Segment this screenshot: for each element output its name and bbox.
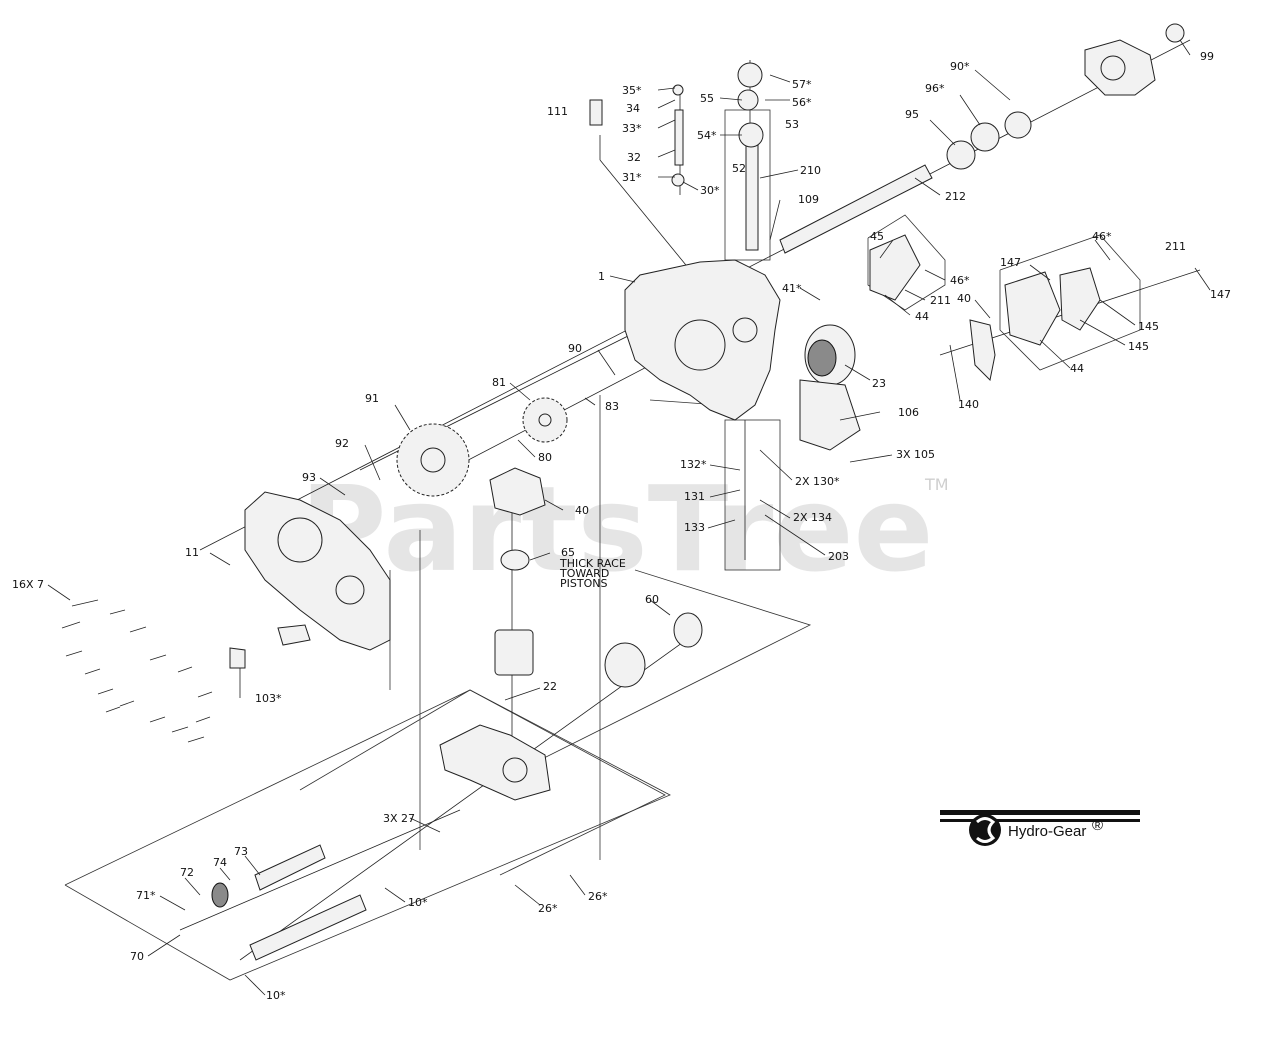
label-73: 73	[234, 845, 248, 858]
label-65: 65	[561, 546, 575, 559]
label-40a: 40	[575, 504, 589, 517]
label-34: 34	[626, 102, 640, 115]
label-3x27: 3X 27	[383, 812, 415, 825]
label-10b: 10*	[266, 989, 286, 1002]
label-80: 80	[538, 451, 552, 464]
label-35s: 35*	[622, 84, 642, 97]
label-212: 212	[945, 190, 966, 203]
label-145b: 145	[1128, 340, 1149, 353]
label-74: 74	[213, 856, 227, 869]
label-91: 91	[365, 392, 379, 405]
label-26a: 26*	[538, 902, 558, 915]
label-90s: 90*	[950, 60, 970, 73]
label-140: 140	[958, 398, 979, 411]
label-16x7: 16X 7	[12, 578, 44, 591]
label-46a: 46*	[950, 274, 970, 287]
label-44b: 44	[1070, 362, 1084, 375]
label-109: 109	[798, 193, 819, 206]
cylinder-block	[494, 629, 534, 676]
parts	[61, 23, 1185, 961]
label-23: 23	[872, 377, 886, 390]
brand-name: Hydro-Gear	[1008, 823, 1086, 840]
label-145a: 145	[1138, 320, 1159, 333]
label-103: 103*	[255, 692, 282, 705]
label-2x134: 2X 134	[793, 511, 832, 524]
label-44a: 44	[915, 310, 929, 323]
label-30s: 30*	[700, 184, 720, 197]
label-203: 203	[828, 550, 849, 563]
note-line1: THICK RACE	[559, 557, 626, 570]
label-33s: 33*	[622, 122, 642, 135]
label-72: 72	[180, 866, 194, 879]
label-45: 45	[870, 230, 884, 243]
label-26b: 26*	[588, 890, 608, 903]
label-22: 22	[543, 680, 557, 693]
label-210: 210	[800, 164, 821, 177]
label-70: 70	[130, 950, 144, 963]
label-53: 53	[785, 118, 799, 131]
label-41s: 41*	[782, 282, 802, 295]
pump-block-40	[489, 467, 546, 516]
label-83: 83	[605, 400, 619, 413]
label-10a: 10*	[408, 896, 428, 909]
bolts-16x7	[61, 599, 213, 743]
label-40b: 40	[957, 292, 971, 305]
brand-mark: ®	[1092, 817, 1103, 834]
shaft-210	[745, 139, 759, 251]
label-131: 131	[684, 490, 705, 503]
label-96s: 96*	[925, 82, 945, 95]
note-line2: TOWARD	[559, 567, 609, 580]
label-92: 92	[335, 437, 349, 450]
label-3x105: 3X 105	[896, 448, 935, 461]
label-11: 11	[185, 546, 199, 559]
label-60: 60	[645, 593, 659, 606]
label-93: 93	[302, 471, 316, 484]
label-46b: 46*	[1092, 230, 1112, 243]
label-147a: 147	[1000, 256, 1021, 269]
hydro-gear-logo: Hydro-Gear ®	[940, 810, 1140, 846]
label-106: 106	[898, 406, 919, 419]
label-71: 71*	[136, 889, 156, 902]
watermark-tm: TM	[924, 475, 949, 494]
label-90: 90	[568, 342, 582, 355]
center-section	[439, 724, 551, 801]
axle-shaft-212	[779, 164, 933, 254]
label-1: 1	[598, 270, 605, 283]
label-211a: 211	[930, 294, 951, 307]
label-81: 81	[492, 376, 506, 389]
label-56s: 56*	[792, 96, 812, 109]
label-132: 132*	[680, 458, 707, 471]
label-31s: 31*	[622, 171, 642, 184]
label-57s: 57*	[792, 78, 812, 91]
label-55: 55	[700, 92, 714, 105]
label-2x130: 2X 130*	[795, 475, 840, 488]
label-147b: 147	[1210, 288, 1231, 301]
callout-labels: 99 90* 96* 95 212 57* 56* 55 54* 53 52 2…	[12, 50, 1231, 1002]
label-54s: 54*	[697, 129, 717, 142]
label-211b: 211	[1165, 240, 1186, 253]
label-133: 133	[684, 521, 705, 534]
leader-lines	[47, 39, 1211, 996]
label-111: 111	[547, 105, 568, 118]
note-line3: PISTONS	[560, 577, 607, 590]
label-95: 95	[905, 108, 919, 121]
label-52: 52	[732, 162, 746, 175]
assembly-outlines	[64, 109, 1141, 981]
label-32: 32	[627, 151, 641, 164]
label-99: 99	[1200, 50, 1214, 63]
